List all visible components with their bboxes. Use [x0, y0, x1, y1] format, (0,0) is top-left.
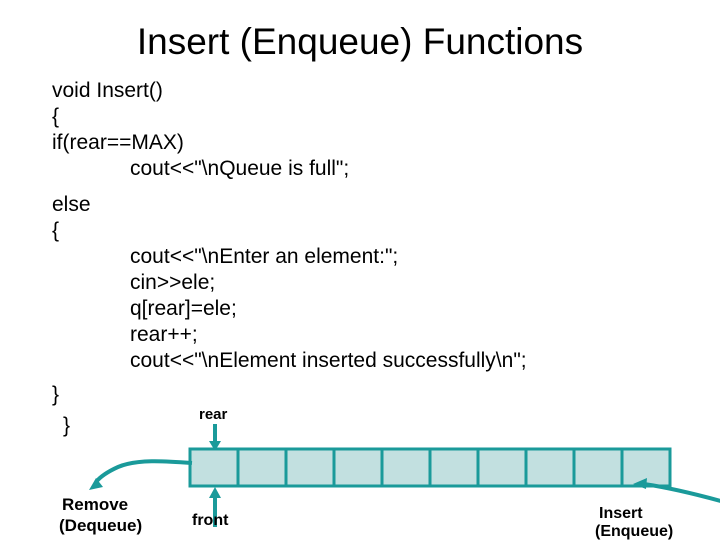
remove-label-line1: Remove	[62, 495, 128, 514]
insert-arrow-head-icon	[633, 478, 647, 489]
slide-title: Insert (Enqueue) Functions	[136, 21, 584, 62]
code-line: {	[52, 219, 60, 242]
code-line: else	[52, 193, 91, 216]
code-block: void Insert() { if(rear==MAX) cout<<"\nQueu…	[52, 78, 692, 439]
code-line: cout<<"\nQueue is full";	[130, 157, 350, 180]
queue-cell	[332, 447, 384, 488]
front-label: front	[192, 512, 229, 529]
insert-label-line2: (Enqueue)	[595, 523, 673, 540]
insert-arrow-curve	[643, 482, 720, 503]
queue-cells	[188, 447, 672, 488]
remove-label-line2: (Dequeue)	[59, 516, 142, 535]
code-line: }	[52, 383, 60, 406]
queue-cell	[428, 447, 480, 488]
remove-arrow-head-icon	[89, 478, 103, 490]
code-line: cout<<"\nElement inserted successfully\n…	[130, 349, 527, 372]
queue-cell	[476, 447, 528, 488]
code-line: {	[52, 105, 60, 128]
code-line: cin>>ele;	[130, 271, 216, 294]
queue-cell	[380, 447, 432, 488]
queue-cell	[284, 447, 336, 488]
code-line: }	[63, 414, 71, 437]
insert-label-line1: Insert	[599, 505, 643, 522]
code-line: q[rear]=ele;	[130, 297, 237, 320]
queue-cell	[236, 447, 288, 488]
code-line: void Insert()	[52, 79, 163, 102]
remove-arrow-curve	[94, 459, 193, 484]
code-line: cout<<"\nEnter an element:";	[130, 245, 399, 268]
queue-cell	[572, 447, 624, 488]
queue-cell	[188, 447, 240, 488]
queue-cell	[524, 447, 576, 488]
code-line: if(rear==MAX)	[52, 131, 184, 154]
rear-label: rear	[199, 406, 228, 423]
rear-arrow-head-icon	[209, 441, 221, 451]
code-line: rear++;	[130, 323, 198, 346]
front-arrow-head-icon	[209, 487, 221, 498]
